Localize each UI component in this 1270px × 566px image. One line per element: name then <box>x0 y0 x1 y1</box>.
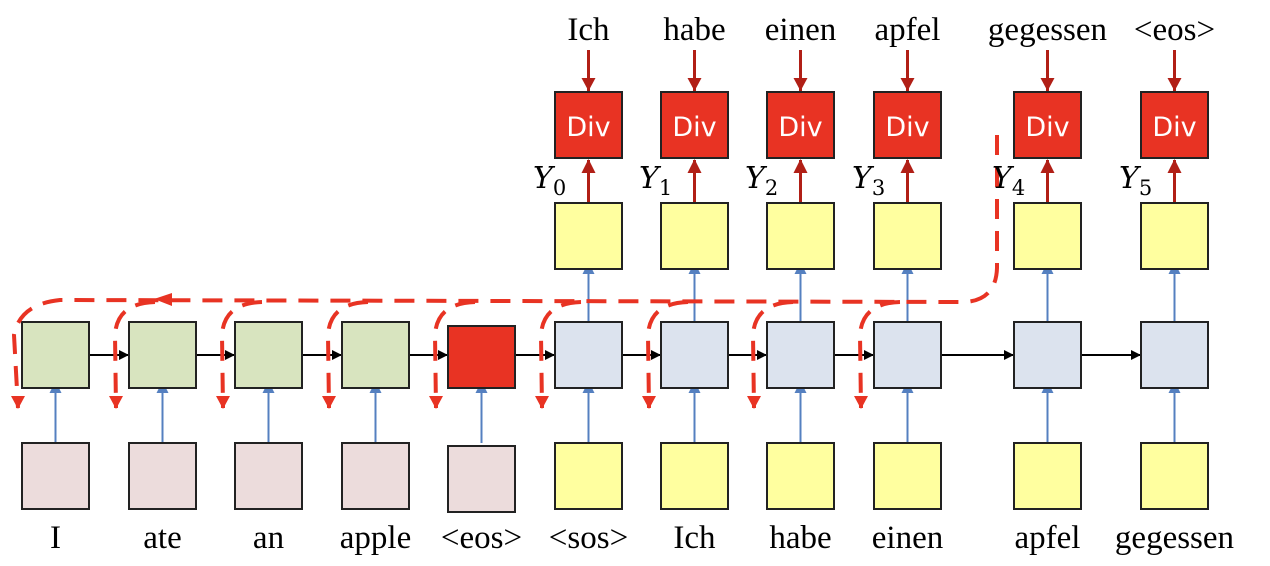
output-symbol-letter: Y <box>852 161 875 196</box>
backprop-branch-path <box>854 300 901 409</box>
output-symbol: Y0 <box>533 161 566 200</box>
output-symbol-letter: Y <box>745 161 768 196</box>
encoder-hidden-box <box>21 321 90 389</box>
encoder-input-box <box>234 442 303 510</box>
div-label: Div <box>885 112 929 143</box>
backprop-main-path <box>11 135 999 409</box>
output-symbol-subscript: 4 <box>1012 176 1025 200</box>
target-word: Ich <box>567 12 610 48</box>
decoder-output-box <box>1013 202 1082 270</box>
div-box <box>1013 91 1082 159</box>
encoder-input-word: apple <box>340 520 411 556</box>
decoder-input-box <box>1013 442 1082 510</box>
output-symbol-subscript: 3 <box>872 176 885 200</box>
output-symbol: Y5 <box>1119 161 1152 200</box>
backprop-branch-path <box>747 300 794 409</box>
encoder-input-word: I <box>50 520 61 556</box>
target-word: habe <box>663 12 725 48</box>
decoder-hidden-box <box>873 321 942 389</box>
backprop-direction-arrow <box>154 293 172 306</box>
decoder-input-word: einen <box>872 520 943 556</box>
decoder-hidden-box <box>766 321 835 389</box>
decoder-output-box <box>766 202 835 270</box>
div-box <box>554 91 623 159</box>
output-symbol-letter: Y <box>992 161 1015 196</box>
encoder-input-box <box>447 445 516 513</box>
decoder-input-word: habe <box>769 520 831 556</box>
backprop-branch-path <box>429 300 476 409</box>
target-word: <eos> <box>1134 12 1215 48</box>
decoder-input-word: <sos> <box>549 520 628 556</box>
encoder-input-word: an <box>253 520 284 556</box>
output-symbol: Y1 <box>639 161 672 200</box>
decoder-output-box <box>873 202 942 270</box>
decoder-input-box <box>873 442 942 510</box>
backprop-path-layer <box>11 135 999 409</box>
encoder-input-word: <eos> <box>441 520 522 556</box>
output-symbol-letter: Y <box>639 161 662 196</box>
output-symbol-letter: Y <box>1119 161 1142 196</box>
encoder-input-box <box>341 442 410 510</box>
decoder-output-box <box>1140 202 1209 270</box>
div-label: Div <box>1025 112 1069 143</box>
backprop-branch-path <box>109 300 156 409</box>
decoder-hidden-box <box>1013 321 1082 389</box>
decoder-output-box <box>554 202 623 270</box>
encoder-hidden-box <box>234 321 303 389</box>
target-word: apfel <box>875 12 941 48</box>
output-symbol-subscript: 1 <box>659 176 672 200</box>
target-word: einen <box>765 12 836 48</box>
encoder-hidden-box <box>341 321 410 389</box>
decoder-input-box <box>1140 442 1209 510</box>
encoder-input-box <box>128 442 197 510</box>
output-symbol: Y2 <box>745 161 778 200</box>
decoder-input-word: Ich <box>673 520 716 556</box>
backprop-branch-path <box>642 300 689 409</box>
decoder-hidden-box <box>660 321 729 389</box>
decoder-input-word: gegessen <box>1115 520 1234 556</box>
decoder-input-word: apfel <box>1015 520 1081 556</box>
div-label: Div <box>566 112 610 143</box>
encoder-hidden-box <box>128 321 197 389</box>
output-symbol-subscript: 0 <box>553 176 566 200</box>
decoder-input-box <box>554 442 623 510</box>
output-symbol-subscript: 5 <box>1139 176 1152 200</box>
decoder-hidden-box <box>554 321 623 389</box>
decoder-hidden-box <box>1140 321 1209 389</box>
encoder-input-box <box>21 442 90 510</box>
div-label: Div <box>672 112 716 143</box>
boxes-layer <box>21 91 1209 513</box>
div-box <box>660 91 729 159</box>
output-symbol: Y3 <box>852 161 885 200</box>
output-symbol-subscript: 2 <box>765 176 778 200</box>
decoder-output-box <box>660 202 729 270</box>
div-box <box>766 91 835 159</box>
connections-layer <box>49 50 1182 443</box>
encoder-input-word: ate <box>143 520 181 556</box>
decoder-input-box <box>660 442 729 510</box>
div-label: Div <box>1152 112 1196 143</box>
decoder-input-box <box>766 442 835 510</box>
output-symbol-letter: Y <box>533 161 556 196</box>
backprop-branch-path <box>322 300 369 409</box>
div-box <box>873 91 942 159</box>
output-symbol: Y4 <box>992 161 1025 200</box>
backprop-branch-path <box>535 300 582 409</box>
target-word: gegessen <box>988 12 1107 48</box>
backprop-branch-path <box>216 300 263 409</box>
div-label: Div <box>778 112 822 143</box>
encoder-final-box <box>447 325 516 389</box>
div-box <box>1140 91 1209 159</box>
